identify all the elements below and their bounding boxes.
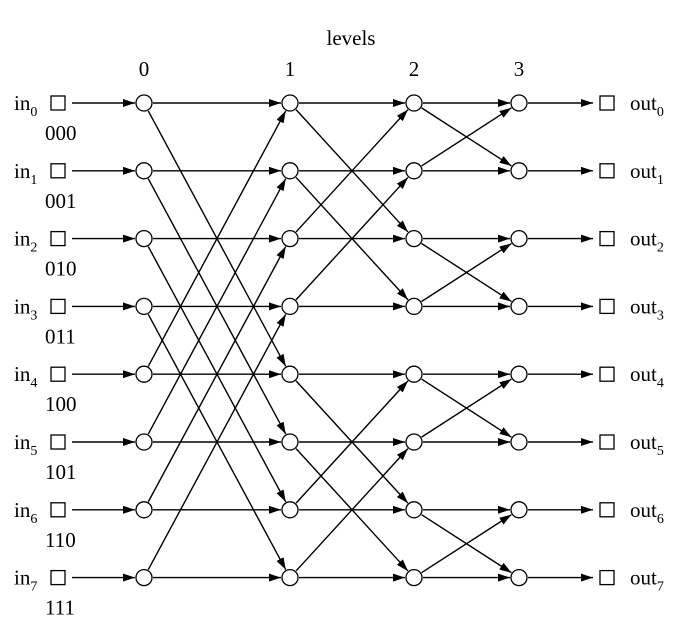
input-port-box-4: [50, 366, 66, 382]
input-bits-3: 011: [45, 324, 76, 348]
input-port-box-0: [50, 95, 66, 111]
input-bits-7: 111: [45, 596, 75, 620]
output-label-3: out3: [630, 294, 664, 323]
output-label-6: out6: [630, 498, 664, 527]
edge-l0-r4-cross: [147, 110, 287, 367]
edge-l2-r7-cross: [421, 514, 512, 574]
node-l0-r4: [135, 365, 153, 383]
node-l2-r5: [405, 433, 423, 451]
edge-l1-r6-cross: [295, 380, 409, 504]
node-l1-r4: [281, 365, 299, 383]
node-l1-r0: [281, 94, 299, 112]
node-l2-r1: [405, 162, 423, 180]
output-port-box-5: [599, 434, 615, 450]
input-bits-0: 000: [45, 121, 77, 145]
node-l1-r3: [281, 297, 299, 316]
ports: in0 000 in1 001 in2 010 in3 011 in4 100 in5 101 in6 1…: [14, 91, 664, 620]
node-l2-r7: [405, 568, 423, 587]
output-label-0: out0: [630, 91, 664, 120]
input-label-7: in7: [14, 566, 37, 595]
level-label-1: 1: [285, 57, 296, 81]
input-label-3: in3: [14, 294, 37, 323]
input-port-box-3: [50, 298, 66, 315]
edge-l0-r7-cross: [147, 313, 287, 571]
input-bits-2: 010: [45, 257, 77, 281]
edge-l2-r1-cross: [421, 107, 512, 167]
output-label-1: out1: [630, 159, 664, 188]
node-l1-r2: [281, 229, 299, 248]
input-port-box-6: [50, 502, 66, 518]
input-label-2: in2: [14, 227, 37, 256]
edge-l2-r5-cross: [421, 378, 512, 438]
diagram-title: levels: [327, 26, 376, 50]
node-l2-r3: [405, 297, 423, 316]
node-l3-r3: [510, 297, 528, 316]
edge-l1-r3-cross: [295, 176, 409, 301]
output-port-box-4: [599, 366, 615, 382]
node-l3-r0: [510, 94, 528, 112]
node-l1-r6: [281, 501, 299, 519]
node-l2-r0: [405, 94, 423, 112]
output-port-box-3: [599, 298, 615, 315]
input-bits-4: 100: [45, 392, 77, 416]
node-l0-r5: [135, 433, 153, 451]
node-l2-r4: [405, 365, 423, 383]
node-l0-r3: [135, 297, 153, 316]
input-label-6: in6: [14, 498, 37, 527]
level-label-0: 0: [139, 57, 150, 81]
node-l0-r7: [135, 568, 153, 587]
node-l0-r0: [135, 94, 153, 112]
node-l2-r6: [405, 501, 423, 519]
node-l3-r2: [510, 229, 528, 248]
node-l3-r5: [510, 433, 528, 451]
level-label-3: 3: [514, 57, 525, 81]
output-port-box-7: [599, 569, 615, 586]
input-label-4: in4: [14, 362, 37, 391]
output-port-box-2: [599, 230, 615, 247]
input-bits-5: 101: [45, 460, 77, 484]
node-l1-r5: [281, 433, 299, 451]
input-port-box-5: [50, 434, 66, 450]
node-l0-r6: [135, 501, 153, 519]
node-l2-r2: [405, 229, 423, 248]
input-label-0: in0: [14, 91, 37, 120]
node-l0-r2: [135, 229, 153, 248]
node-l3-r1: [510, 162, 528, 180]
edges: [72, 99, 593, 582]
output-label-5: out5: [630, 430, 664, 459]
edge-l0-r6-cross: [147, 246, 287, 503]
node-l0-r1: [135, 162, 153, 180]
nodes: [135, 94, 528, 587]
input-port-box-7: [50, 569, 66, 586]
input-label-5: in5: [14, 430, 37, 459]
edge-l1-r2-cross: [295, 109, 409, 233]
edge-l2-r3-cross: [421, 242, 512, 303]
node-l3-r7: [510, 568, 528, 587]
output-port-box-0: [599, 95, 615, 111]
input-port-box-1: [50, 163, 66, 179]
node-l1-r1: [281, 162, 299, 180]
input-bits-6: 110: [45, 528, 76, 552]
input-bits-1: 001: [45, 189, 77, 213]
output-port-box-6: [599, 502, 615, 518]
node-l3-r6: [510, 501, 528, 519]
output-label-2: out2: [630, 227, 664, 256]
node-l1-r7: [281, 568, 299, 587]
level-labels: 0 1 2 3: [139, 57, 525, 81]
level-label-2: 2: [409, 57, 420, 81]
input-label-1: in1: [14, 159, 37, 188]
input-port-box-2: [50, 230, 66, 247]
edge-l0-r5-cross: [147, 178, 287, 435]
edge-l1-r7-cross: [295, 448, 409, 572]
node-l3-r4: [510, 365, 528, 383]
output-label-4: out4: [630, 362, 664, 391]
output-port-box-1: [599, 163, 615, 179]
output-label-7: out7: [630, 566, 664, 595]
